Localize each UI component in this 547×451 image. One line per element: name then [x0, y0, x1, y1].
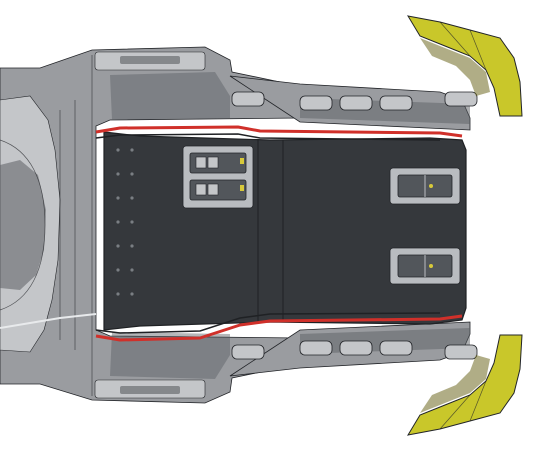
front-chassis — [0, 46, 301, 404]
top-fixture — [444, 91, 478, 107]
floor-bolt — [116, 220, 120, 224]
highlight-line — [0, 313, 97, 329]
bottom-fixture — [299, 340, 333, 356]
bumper-top-icon — [406, 15, 523, 117]
top-fixture — [339, 95, 373, 111]
bottom-fixture — [379, 340, 413, 356]
top-rail-fixtures — [231, 91, 478, 111]
bottom-fixture — [444, 344, 478, 360]
bumper-bottom-icon — [406, 334, 523, 436]
rear-bumper-bottom — [406, 334, 523, 436]
bottom-fixture — [339, 340, 373, 356]
floor-bolt — [116, 148, 120, 152]
top-fixture — [231, 91, 265, 107]
floor-bolt — [130, 268, 134, 272]
floor-bolt — [130, 196, 134, 200]
module-block-left — [182, 145, 254, 209]
top-fixture — [379, 95, 413, 111]
floor-bolt — [130, 244, 134, 248]
floor-bolts — [116, 148, 134, 296]
floor-bolt — [130, 148, 134, 152]
floor-bolt — [130, 220, 134, 224]
floor-bolt — [130, 292, 134, 296]
red-side-rails — [95, 125, 463, 342]
bottom-rail-fixtures — [231, 340, 478, 360]
floor-bolt — [130, 172, 134, 176]
floor-bolt — [116, 268, 120, 272]
rear-bumper-top — [406, 15, 523, 117]
floor-bolt — [116, 172, 120, 176]
floor-bolt — [116, 244, 120, 248]
floor-bolt — [116, 196, 120, 200]
floor-bolt — [116, 292, 120, 296]
module-block-right-bottom — [389, 247, 461, 285]
top-fixture — [299, 95, 333, 111]
floor-panel — [103, 131, 467, 331]
module-block-right-top — [389, 167, 461, 205]
bottom-fixture — [231, 344, 265, 360]
